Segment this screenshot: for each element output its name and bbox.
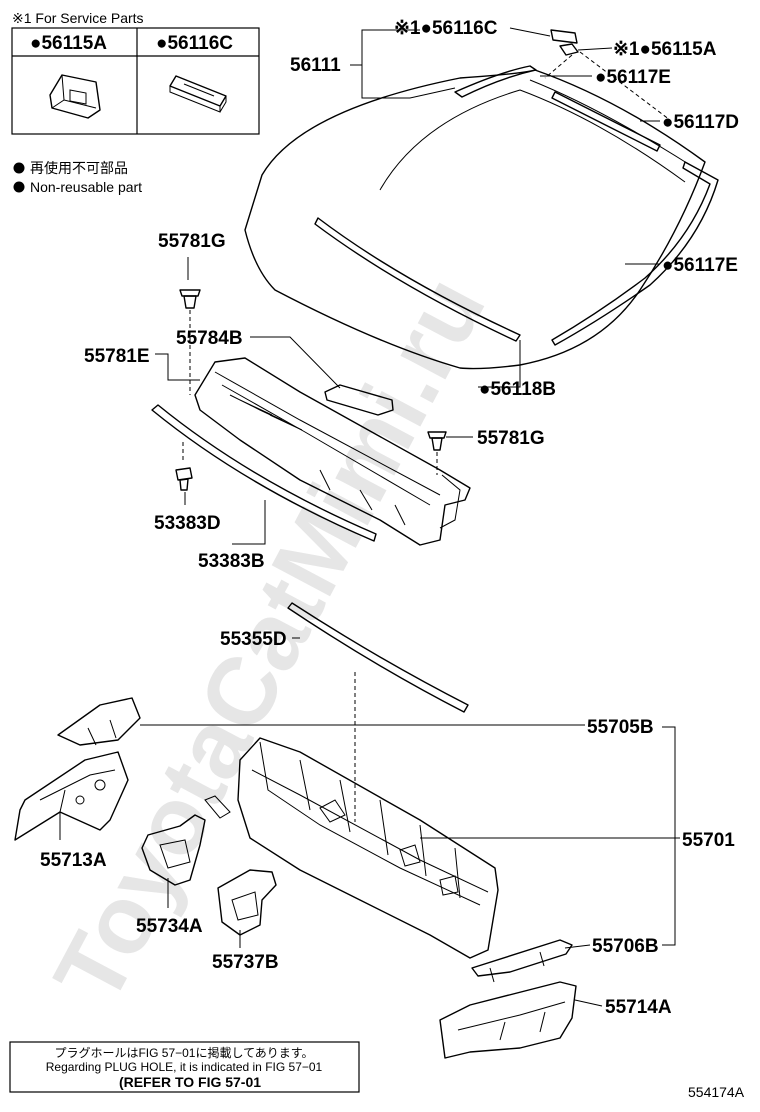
- service-parts-box: ※1 For Service Parts ●56115A ●56116C: [11, 10, 260, 135]
- bracket-55737B: [217, 869, 277, 936]
- label-55734A: 55734A: [136, 916, 203, 937]
- cowl-top-ventilator-louver: [194, 357, 471, 546]
- label-55781G-top: 55781G: [158, 231, 226, 252]
- label-55713A: 55713A: [40, 850, 107, 871]
- label-56117E-right: ●56117E: [662, 255, 738, 276]
- bracket-55713A: [14, 751, 129, 841]
- seal-53383B: [151, 404, 377, 542]
- moulding-56117E-right: [551, 161, 719, 346]
- label-53383D: 53383D: [154, 513, 221, 534]
- clip-56115A: [559, 43, 579, 56]
- service-part-56116C-label: ●56116C: [156, 33, 233, 54]
- seal-55355D: [287, 602, 469, 713]
- label-56117D: ●56117D: [662, 112, 739, 133]
- label-55781G-right: 55781G: [477, 428, 545, 449]
- legend: 再使用不可部品 Non-reusable part: [13, 160, 142, 195]
- label-55737B: 55737B: [212, 952, 279, 973]
- service-part-56115A-label: ●56115A: [30, 33, 107, 54]
- bracket-55784B: [324, 384, 394, 416]
- clip-55781G-top: [179, 289, 201, 309]
- label-55706B: 55706B: [592, 936, 659, 957]
- legend-jp: 再使用不可部品: [30, 160, 128, 176]
- figure-id: 554174A: [688, 1084, 745, 1100]
- legend-en: Non-reusable part: [30, 179, 142, 195]
- label-53383B: 53383B: [198, 551, 265, 572]
- note-jp: プラグホールはFIG 57−01に掲載してあります。: [54, 1045, 313, 1060]
- label-55784B: 55784B: [176, 328, 243, 349]
- label-55705B: 55705B: [587, 717, 654, 738]
- note-box: プラグホールはFIG 57−01に掲載してあります。 Regarding PLU…: [9, 1041, 360, 1093]
- note-en: Regarding PLUG HOLE, it is indicated in …: [46, 1060, 323, 1074]
- note-ref: (REFER TO FIG 57-01: [119, 1074, 261, 1090]
- label-56117E-top: ●56117E: [595, 67, 671, 88]
- bracket-55734A: [141, 814, 206, 886]
- clip-56116C: [550, 29, 578, 44]
- label-56118B: ●56118B: [479, 379, 556, 400]
- label-55355D: 55355D: [220, 629, 287, 650]
- cowl-panel-55701: [204, 737, 499, 959]
- clip-56115A-drawing: [49, 74, 101, 119]
- label-55781E: 55781E: [84, 346, 150, 367]
- moulding-56118B: [314, 217, 521, 342]
- label-55701: 55701: [682, 830, 735, 851]
- label-56115A: ※1●56115A: [613, 39, 717, 60]
- clip-53383D: [175, 467, 193, 491]
- bracket-55706B: [471, 939, 573, 983]
- clip-55781G-right: [427, 431, 447, 451]
- label-56116C: ※1●56116C: [394, 18, 498, 39]
- bracket-55705B: [57, 697, 141, 746]
- moulding-56117D: [551, 91, 661, 152]
- service-parts-heading: ※1 For Service Parts: [12, 10, 144, 26]
- bracket-55714A: [439, 981, 577, 1059]
- label-55714A: 55714A: [605, 997, 672, 1018]
- label-56111: 56111: [290, 55, 341, 76]
- moulding-56117E-top: [454, 65, 537, 98]
- clip-56116C-drawing: [169, 75, 227, 113]
